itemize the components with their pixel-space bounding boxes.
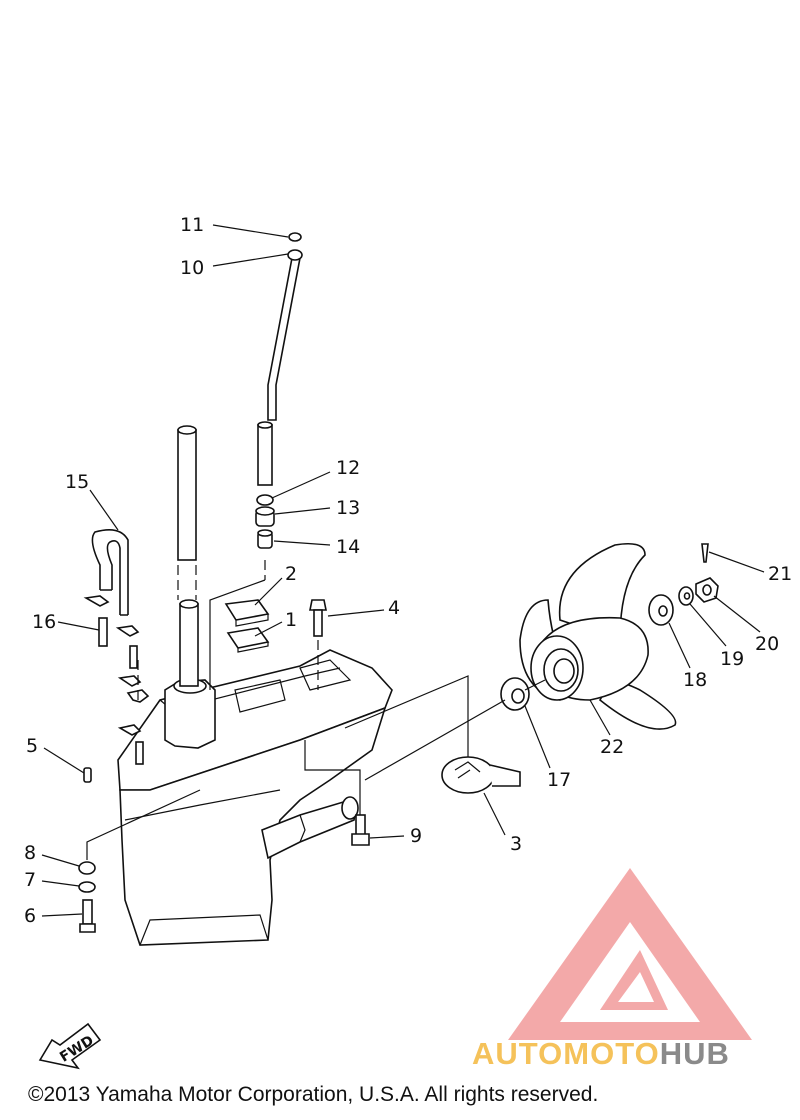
part-14-bushing: [257, 529, 273, 549]
part-3-trim-tab: [441, 756, 521, 794]
part-11-clip: [288, 232, 302, 242]
callout-10: 10: [180, 257, 204, 279]
callout-4: 4: [388, 597, 400, 619]
part-5-pin: [83, 767, 92, 783]
callout-6: 6: [24, 905, 36, 927]
watermark-logo: [508, 868, 752, 1040]
part-1-pad: [226, 627, 270, 653]
watermark-brand-part1: AUTOMOTO: [472, 1036, 660, 1071]
callout-17: 17: [547, 769, 571, 791]
callout-19: 19: [720, 648, 744, 670]
lower-casing: [117, 649, 393, 946]
leader-lines: [41, 224, 765, 917]
callout-labels: 11 10 12 13 14 15 2 1 4 16 5 8 7 6 9 3 1…: [24, 214, 792, 927]
part-12-grommet: [256, 494, 274, 506]
callout-2: 2: [285, 563, 297, 585]
part-16-fittings: [83, 595, 150, 765]
part-13-seal: [255, 506, 275, 527]
part-18-spacer: [648, 594, 674, 626]
callout-13: 13: [336, 497, 360, 519]
part-17-thrust-washer: [500, 677, 530, 711]
part-15-hose: [91, 529, 129, 616]
water-pump-housing: [164, 599, 216, 749]
watermark-brand: AUTOMOTOHUB: [472, 1036, 730, 1072]
part-19-washer: [678, 586, 694, 606]
callout-18: 18: [683, 669, 707, 691]
callout-1: 1: [285, 609, 297, 631]
part-4-bolt: [309, 599, 327, 690]
callout-9: 9: [410, 825, 422, 847]
callout-11: 11: [180, 214, 204, 236]
callout-20: 20: [755, 633, 779, 655]
part-21-cotter-pin: [701, 543, 709, 563]
fwd-arrow: FWD: [38, 1022, 102, 1070]
callout-7: 7: [24, 869, 36, 891]
part-2-pad: [224, 599, 270, 627]
callout-16: 16: [32, 611, 56, 633]
callout-12: 12: [336, 457, 360, 479]
watermark-brand-part2: HUB: [659, 1036, 730, 1071]
callout-15: 15: [65, 471, 89, 493]
callout-22: 22: [600, 736, 624, 758]
part-20-nut: [695, 577, 719, 603]
part-6-bolt: [79, 899, 96, 933]
part-22-propeller: [519, 542, 677, 730]
drive-shaft: [177, 425, 197, 600]
part-7-washer: [78, 881, 96, 893]
callout-21: 21: [768, 563, 792, 585]
callout-14: 14: [336, 536, 360, 558]
shift-rod: [209, 249, 303, 690]
part-8-washer: [78, 861, 96, 875]
callout-8: 8: [24, 842, 36, 864]
callout-5: 5: [26, 735, 38, 757]
copyright-notice: ©2013 Yamaha Motor Corporation, U.S.A. A…: [28, 1083, 599, 1106]
callout-3: 3: [510, 833, 522, 855]
part-9-bolt: [351, 814, 370, 846]
